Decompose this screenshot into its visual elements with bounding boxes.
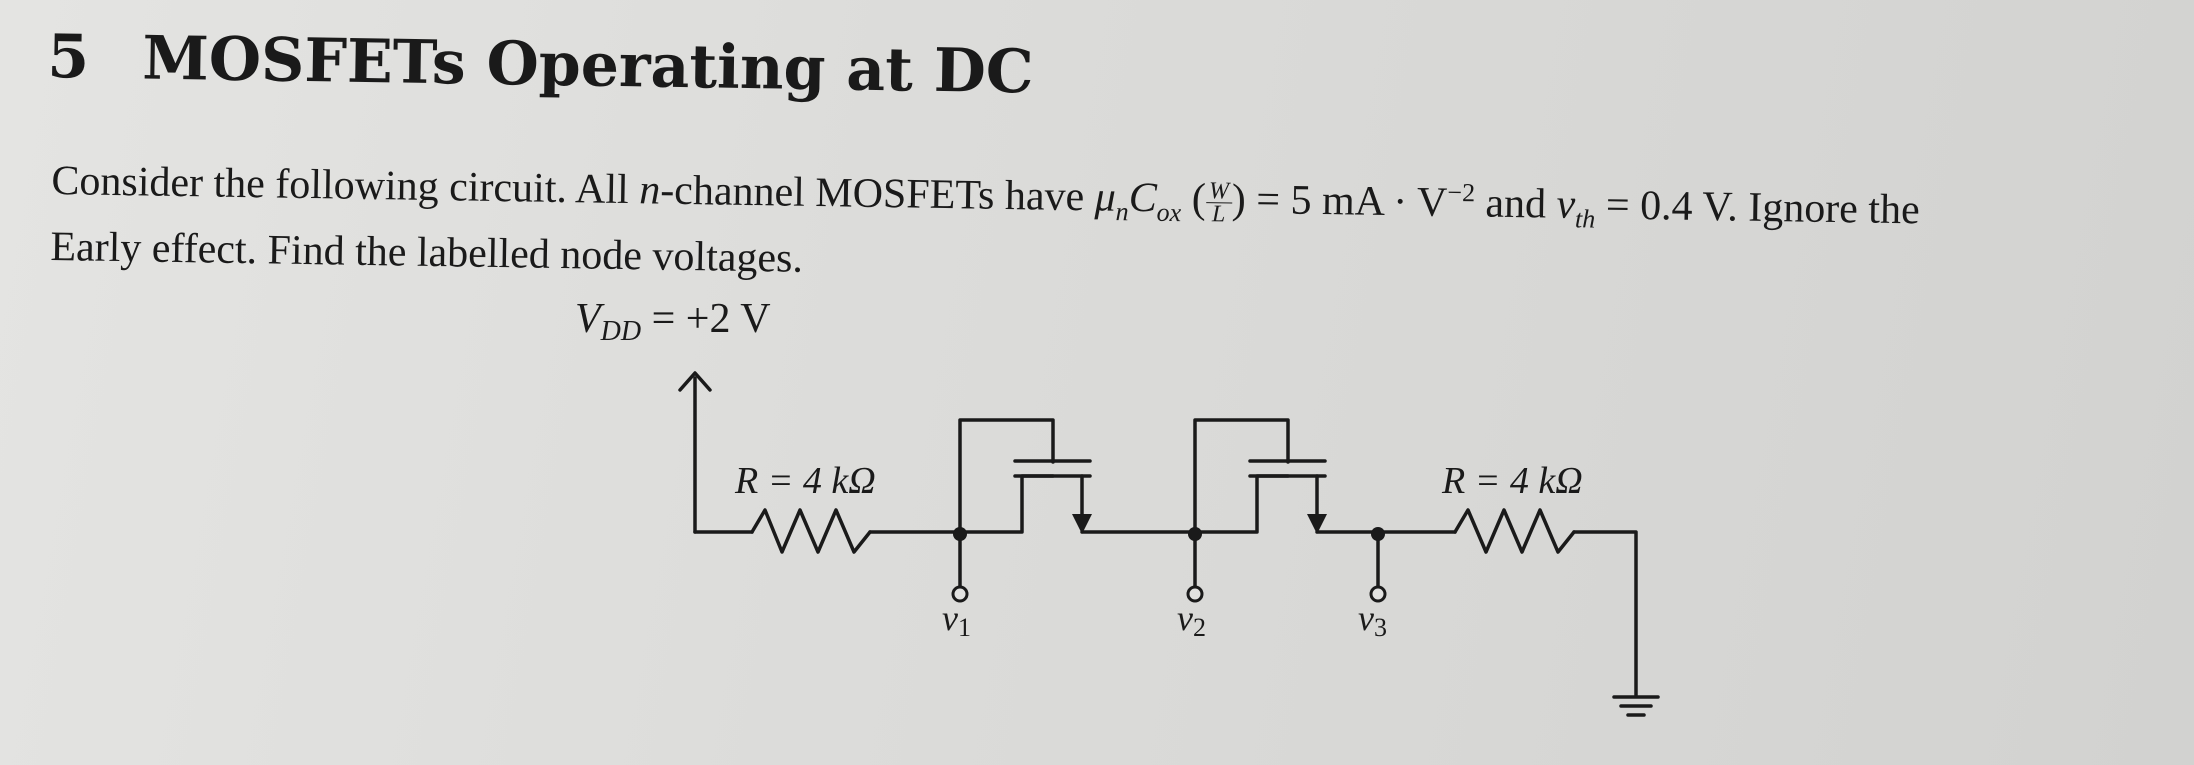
node-1-label: v1 [942, 598, 971, 642]
node-3-dot [1371, 527, 1385, 541]
mosfet-2-wiring [1193, 418, 1290, 534]
resistor-1-label: R = 4 kΩ [734, 460, 876, 502]
resistor-2-label: R = 4 kΩ [1441, 460, 1583, 502]
mosfet-2-source-arrow [1307, 514, 1327, 534]
resistor-2 [1453, 508, 1576, 554]
ground-symbol [1612, 695, 1660, 717]
resistor-1 [750, 508, 872, 554]
mosfet-1-source-arrow [1072, 514, 1092, 534]
mosfet-1-wiring [958, 418, 1055, 534]
node-3-terminal [1369, 585, 1387, 603]
vdd-label: VDD = +2 V [575, 296, 771, 347]
node-3-label: v3 [1358, 598, 1387, 642]
node-2-label: v2 [1177, 598, 1206, 642]
node-1-terminal [951, 585, 969, 603]
node-2-dot [1188, 527, 1202, 541]
node-1-dot [953, 527, 967, 541]
node-2-terminal [1186, 585, 1204, 603]
